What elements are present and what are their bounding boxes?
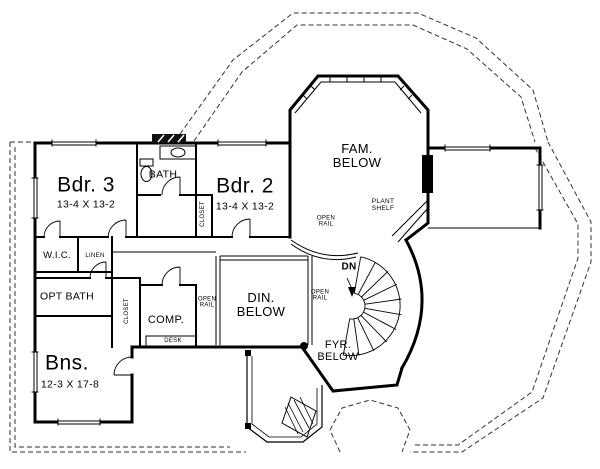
toilet-tank <box>139 158 154 167</box>
room-label-bdr3: Bdr. 3 <box>57 173 115 197</box>
label-open-rail-fam: OPEN RAIL <box>316 215 336 228</box>
room-label-fyr-below: FYR. BELOW <box>317 339 359 363</box>
room-label-bath: BATH <box>148 168 178 181</box>
dims-label-bdr2: 13-4 X 13-2 <box>215 200 275 213</box>
interior-walls <box>34 142 291 348</box>
exterior-walls <box>33 74 542 424</box>
desk-surface <box>145 335 197 348</box>
toilet-bowl <box>140 166 153 182</box>
deck-steps <box>281 396 317 438</box>
dims-label-bdr3: 13-4 X 13-2 <box>56 198 116 211</box>
fireplace <box>422 155 433 193</box>
bath-skylight <box>152 134 186 143</box>
room-label-bdr2: Bdr. 2 <box>216 174 274 198</box>
label-plant-shelf: PLANT SHELF <box>371 197 395 212</box>
label-desk: DESK <box>164 337 182 344</box>
doors <box>43 176 251 376</box>
deck <box>245 350 323 443</box>
dims-label-bns: 12-3 X 17-8 <box>40 378 100 391</box>
bay-window-ticks <box>302 76 413 100</box>
label-linen: LINEN <box>85 252 105 259</box>
label-dn: DN <box>341 261 357 273</box>
label-closet-upper: CLOSET <box>199 201 206 227</box>
room-label-bns: Bns. <box>44 351 90 375</box>
label-open-rail-right: OPEN RAIL <box>310 289 330 302</box>
railings <box>112 199 429 345</box>
bay-inner-line <box>294 81 422 114</box>
label-open-rail-left: OPEN RAIL <box>197 296 217 309</box>
room-label-opt-bath: OPT BATH <box>40 290 94 303</box>
room-label-wic: W.I.C. <box>43 249 71 261</box>
label-closet-hall: CLOSET <box>123 298 130 324</box>
roof-outline-dashed <box>9 12 592 453</box>
bath-sink <box>170 147 186 158</box>
room-label-comp: COMP. <box>147 314 185 327</box>
spiral-stair <box>342 256 402 357</box>
room-label-din-below: DIN. BELOW <box>236 289 286 319</box>
bath-counter <box>159 145 197 160</box>
dn-arrowhead <box>348 287 356 297</box>
chimney-point <box>300 342 308 350</box>
room-label-fam-below: FAM. BELOW <box>332 140 382 170</box>
fixtures <box>139 145 308 350</box>
windows <box>31 134 544 426</box>
